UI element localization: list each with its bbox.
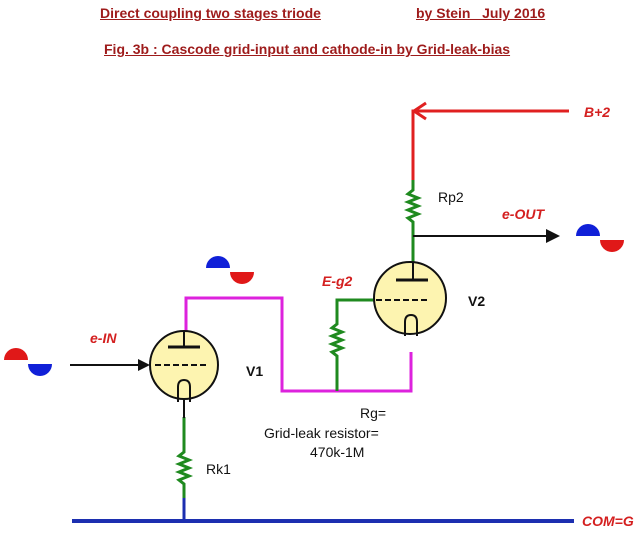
page-title: Direct coupling two stages triode: [100, 5, 321, 21]
supply-label: B+2: [584, 104, 610, 120]
figure-caption: Fig. 3b : Cascode grid-input and cathode…: [104, 41, 511, 57]
input-label: e-IN: [90, 330, 117, 346]
coupling-wire: [184, 296, 413, 393]
tube-v2-label: V2: [468, 293, 485, 309]
input-arrow-icon: [138, 359, 150, 371]
rk1-label: Rk1: [206, 461, 231, 477]
supply-wire: [411, 109, 569, 180]
rg-resistor: [327, 298, 374, 391]
output-signal-icon: [576, 224, 624, 252]
grid2-label: E-g2: [322, 273, 353, 289]
supply-arrow-icon: [411, 101, 427, 121]
tube-v1: [149, 330, 219, 418]
tube-v1-label: V1: [246, 363, 263, 379]
tube-v2: [373, 261, 447, 336]
output-label: e-OUT: [502, 206, 545, 222]
rg-value: 470k-1M: [310, 444, 364, 460]
output-arrow-icon: [546, 229, 560, 243]
rg-description: Grid-leak resistor=: [264, 425, 379, 441]
ground-label: COM=G: [582, 513, 634, 529]
author-date: by Stein July 2016: [416, 5, 546, 21]
input-signal-icon: [4, 348, 52, 376]
rp2-label: Rp2: [438, 189, 464, 205]
rg-label: Rg=: [360, 405, 386, 421]
rk1-resistor: [174, 417, 194, 498]
v1-plate-signal-icon: [206, 256, 254, 284]
rp2-resistor: [403, 180, 423, 262]
